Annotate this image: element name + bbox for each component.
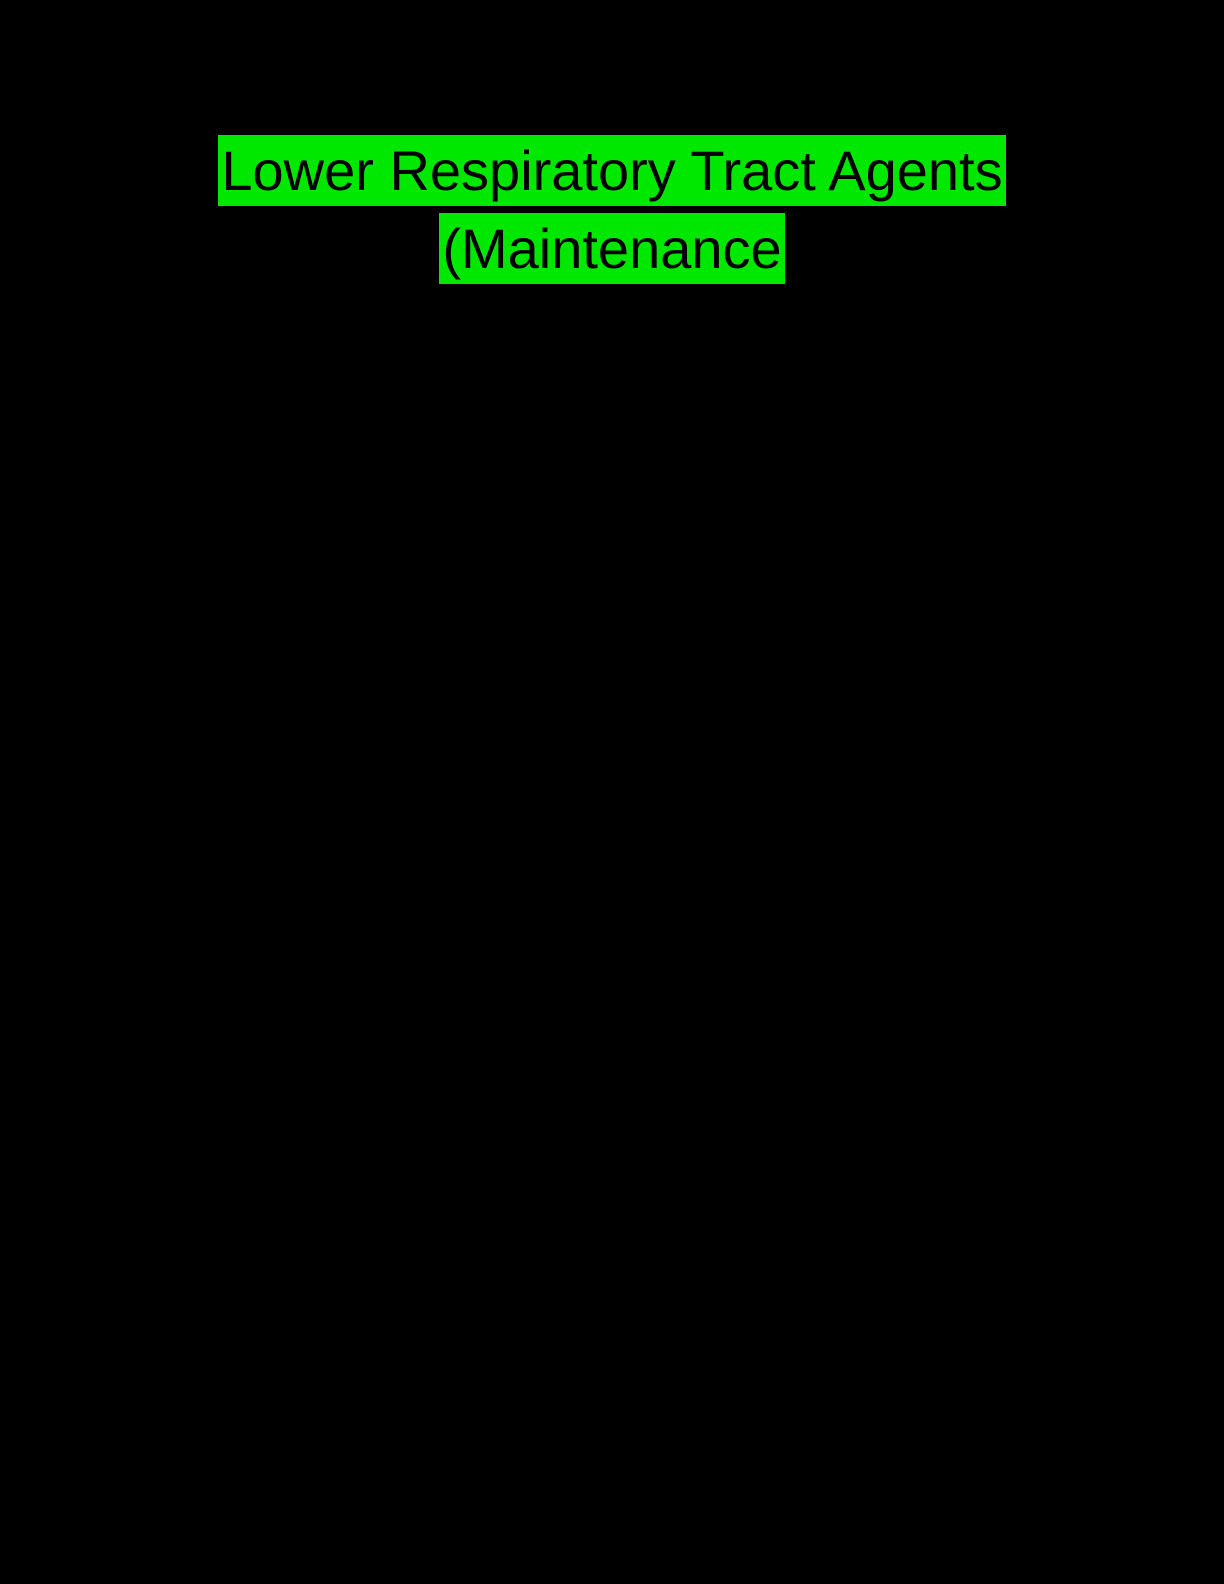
highlighted-title-line-2: (Maintenance (439, 213, 785, 284)
page-title: Lower Respiratory Tract Agents (Maintena… (0, 132, 1224, 288)
highlighted-title-line-1: Lower Respiratory Tract Agents (218, 135, 1006, 206)
